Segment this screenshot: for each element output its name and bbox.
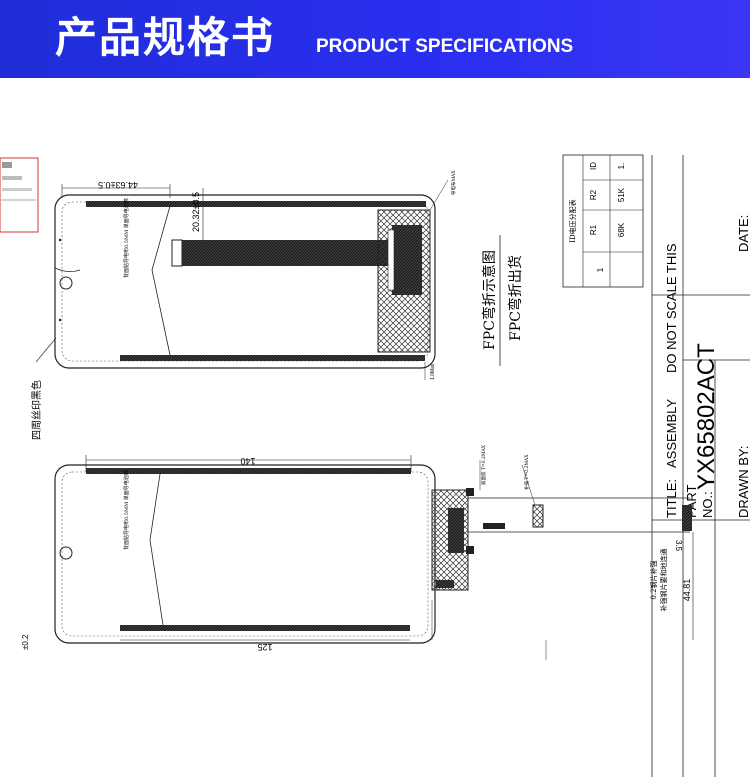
dim-height-label: 44.81 bbox=[682, 579, 692, 602]
resistor-val-id: 1. bbox=[617, 163, 626, 170]
fpc-bend-ship-label: FPC弯折出货 bbox=[507, 255, 524, 341]
bottom-panel-view: 140 125 背面贴导电布0.5MM 单面导电泡棉 双面胶 T=0.2MAX … bbox=[21, 444, 694, 660]
title-label: TITLE: bbox=[664, 479, 679, 518]
no-label: NO.: bbox=[700, 491, 715, 518]
fpc-note: 导电布MAX bbox=[450, 170, 457, 195]
title-block: TITLE: ASSEMBLY DO NOT SCALE THIS PART N… bbox=[651, 155, 750, 777]
thickness-label: 1.0Max bbox=[430, 363, 436, 380]
fpc-callout-1: 双面胶 T=0.2MAX bbox=[480, 444, 487, 485]
resistor-row-index: 1 bbox=[596, 267, 605, 272]
fpc-bend-diagram-label: FPC弯折示意图 bbox=[481, 250, 498, 350]
page-title: 产品规格书 bbox=[55, 13, 276, 62]
stiffener-note: 0.2钢片补强 bbox=[649, 560, 658, 599]
dim-width-label: 44.63±0.5 bbox=[98, 180, 138, 190]
resistor-header-id: ID bbox=[589, 162, 598, 170]
drawing-sheet: 44.63±0.5 20.32±0.5 背面贴导电布0.5MM 单面导电泡棉 导… bbox=[0, 80, 750, 777]
page-subtitle: PRODUCT SPECIFICATIONS bbox=[316, 36, 574, 57]
dim-top-label: 140 bbox=[240, 456, 255, 466]
resistor-table: ID电压分配表 R1 R2 ID 1 68K 51K 1. bbox=[562, 154, 644, 288]
tail-note: 背面贴导电布0.5MM 单面导电泡棉 bbox=[123, 198, 130, 278]
header-banner: 产品规格书 PRODUCT SPECIFICATIONS bbox=[0, 0, 750, 78]
resistor-val-r2: 51K bbox=[617, 187, 626, 202]
resistor-header-r1: R1 bbox=[589, 224, 598, 235]
fpc-callout-2: 补强 T=0.2MAX bbox=[523, 454, 530, 490]
resistor-val-r1: 68K bbox=[617, 222, 626, 237]
title-value: ASSEMBLY bbox=[664, 399, 679, 468]
resistor-header-r2: R2 bbox=[589, 189, 598, 200]
resistor-table-title: ID电压分配表 bbox=[568, 199, 577, 242]
drawn-by-label: DRAWN BY: bbox=[736, 446, 750, 518]
dim-small-label: 3.5 bbox=[674, 540, 683, 552]
left-dim-fragment: ±0.2 bbox=[21, 634, 30, 650]
fpc-bend-labels: FPC弯折示意图 FPC弯折出货 bbox=[481, 235, 524, 366]
drawing-svg: 44.63±0.5 20.32±0.5 背面贴导电布0.5MM 单面导电泡棉 导… bbox=[0, 154, 750, 777]
scale-note: DO NOT SCALE THIS bbox=[664, 243, 679, 373]
date-label: DATE: bbox=[736, 215, 750, 252]
part-number: YX65802ACT bbox=[693, 343, 720, 490]
dim-offset-label: 20.32±0.5 bbox=[191, 192, 201, 232]
bottom-note: 背面贴导电布0.5MM 单面导电泡棉 bbox=[123, 470, 130, 550]
edge-silk-label: 四周丝印黑色 bbox=[30, 380, 43, 440]
left-edge-fragment bbox=[0, 157, 39, 233]
top-panel-view: 44.63±0.5 20.32±0.5 背面贴导电布0.5MM 单面导电泡棉 导… bbox=[30, 170, 457, 440]
stiffener-note-2: 补强钢片要和地连通 bbox=[659, 549, 668, 612]
dim-bottom-label: 125 bbox=[257, 642, 272, 652]
